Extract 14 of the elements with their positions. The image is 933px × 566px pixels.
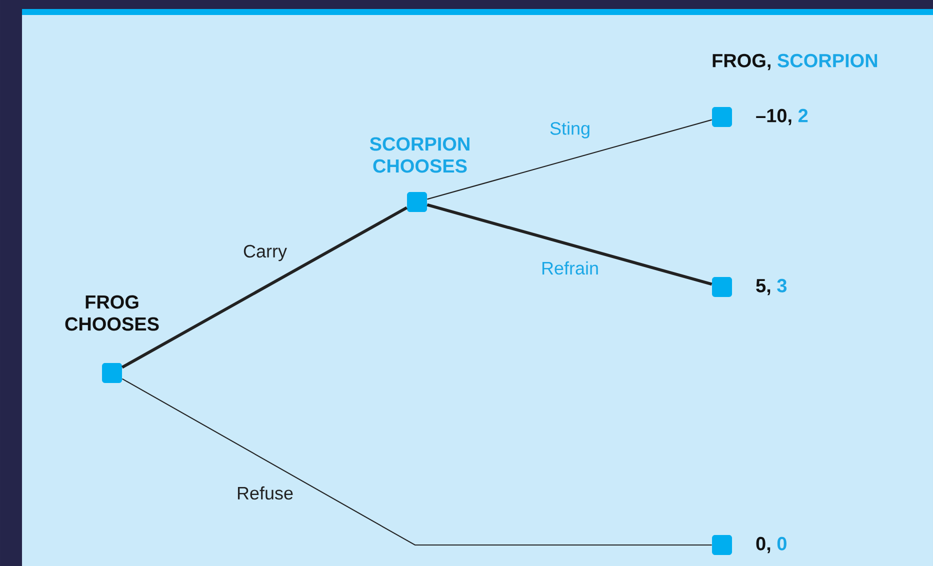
branch-line [426, 203, 712, 286]
edge-label: Refuse [236, 485, 295, 501]
node-label: SCORPION CHOOSES [370, 137, 470, 173]
payoff-label: –10, 2 [756, 108, 808, 126]
edge-label: Sting [548, 120, 592, 140]
edge-label: Carry [242, 244, 288, 262]
branch-line [122, 378, 712, 546]
payoff-label: 5, 3 [756, 278, 787, 296]
edge-label: Refrain [540, 260, 600, 276]
payoff-label: 0, 0 [756, 536, 786, 554]
node-label: FROG CHOOSES [65, 295, 159, 331]
branch-line [427, 119, 712, 200]
payoff-header: FROG, SCORPION [712, 54, 878, 70]
branch-line [121, 206, 408, 369]
